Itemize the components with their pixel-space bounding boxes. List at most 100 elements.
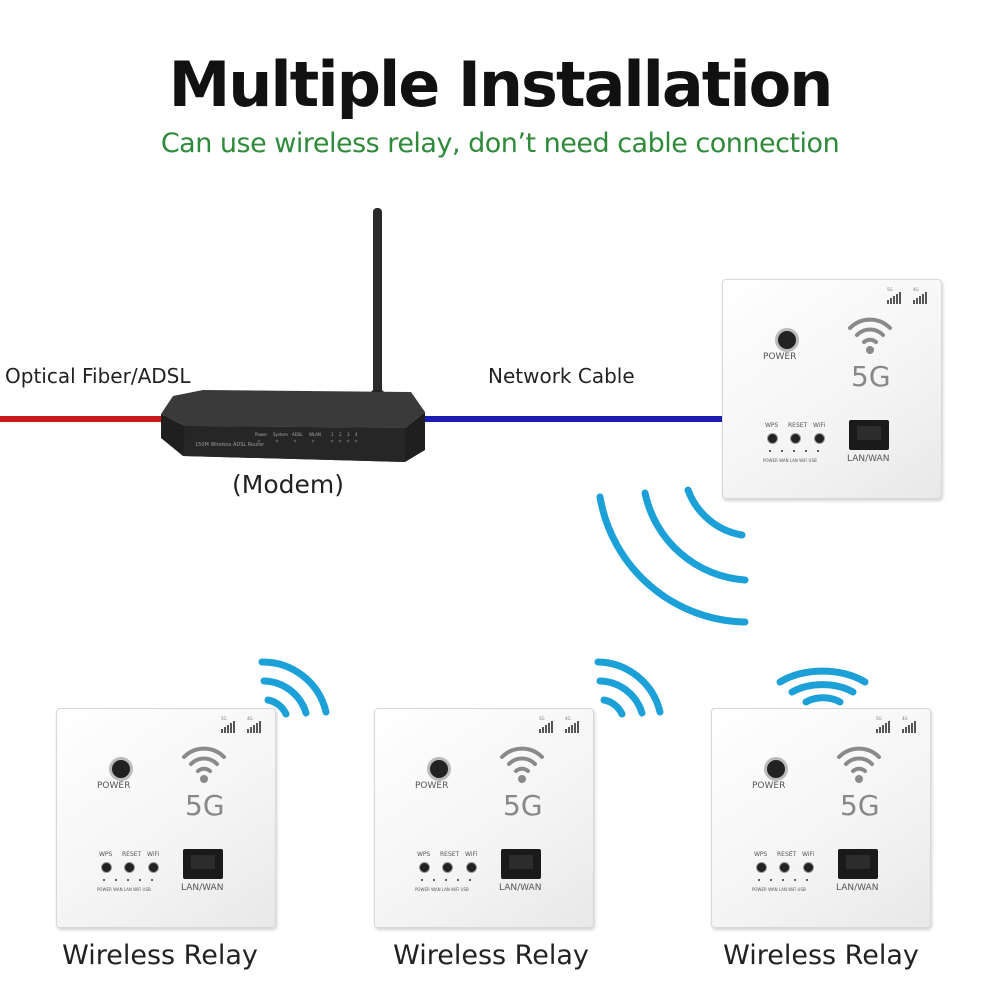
wifi-icon	[182, 746, 226, 783]
led-indicator	[770, 879, 772, 881]
led-labels: POWER WAN LAN WiFi USB	[752, 887, 806, 892]
access-point-panel: 5G 4G POWER 5G WPS RESET WiFi POWER WAN …	[722, 279, 942, 499]
led-indicator	[769, 450, 771, 452]
power-label: POWER	[763, 352, 797, 362]
sig-label-a: 5G	[221, 716, 227, 721]
led-indicator	[758, 879, 760, 881]
ethernet-port-icon[interactable]	[501, 849, 541, 879]
modem-indicator: WLAN	[309, 432, 321, 437]
signal-bars-icon: 5G 4G	[539, 716, 579, 733]
power-label: POWER	[752, 781, 786, 791]
modem-label: (Modem)	[232, 470, 344, 499]
signal-wave-icon	[776, 667, 869, 686]
wifi-button[interactable]	[148, 862, 159, 873]
band-5g-label: 5G	[185, 789, 225, 822]
signal-wave-icon	[596, 677, 646, 717]
reset-button[interactable]	[790, 433, 801, 444]
relay-panel-1: 5G 4G POWER 5G WPS RESET WiFi POWER WAN …	[56, 708, 276, 928]
signal-wave-icon	[596, 493, 749, 626]
led-indicator	[127, 879, 129, 881]
wps-label: WPS	[754, 851, 768, 858]
reset-label: RESET	[440, 851, 460, 858]
led-indicator	[817, 450, 819, 452]
signal-wave-icon	[258, 658, 330, 716]
wifi-button[interactable]	[466, 862, 477, 873]
page-title: Multiple Installation	[168, 48, 834, 121]
power-label: POWER	[97, 781, 131, 791]
network-cable-label: Network Cable	[488, 364, 635, 388]
wifi-icon	[837, 746, 881, 783]
wifi-label: WiFi	[813, 422, 826, 429]
lan-wan-label: LAN/WAN	[499, 883, 542, 893]
relay-label-2: Wireless Relay	[393, 940, 589, 971]
wifi-label: WiFi	[465, 851, 478, 858]
reset-button[interactable]	[124, 862, 135, 873]
modem-indicator: 1	[331, 432, 334, 437]
led-labels: POWER WAN LAN WiFi USB	[415, 887, 469, 892]
relay-panel-3: 5G 4G POWER 5G WPS RESET WiFi POWER WAN …	[711, 708, 931, 928]
signal-bars-icon: 5G 4G	[887, 287, 927, 304]
led-indicator	[421, 879, 423, 881]
modem-indicator: 4	[355, 432, 358, 437]
signal-wave-icon	[594, 658, 664, 716]
led-indicator	[469, 879, 471, 881]
sig-label-b: 4G	[902, 716, 908, 721]
modem-indicator: ADSL	[292, 432, 303, 437]
sig-label-a: 5G	[887, 287, 893, 292]
led-indicator	[103, 879, 105, 881]
sig-label-b: 4G	[247, 716, 253, 721]
band-5g-label: 5G	[503, 789, 543, 822]
reset-button[interactable]	[779, 862, 790, 873]
band-5g-label: 5G	[851, 360, 891, 393]
power-button[interactable]	[427, 757, 451, 781]
led-indicator	[806, 879, 808, 881]
sig-label-a: 5G	[539, 716, 545, 721]
signal-wave-icon	[802, 694, 844, 706]
lan-wan-label: LAN/WAN	[181, 883, 224, 893]
sig-label-b: 4G	[565, 716, 571, 721]
wifi-icon	[848, 317, 892, 354]
fiber-line	[0, 416, 170, 422]
wifi-icon	[500, 746, 544, 783]
wps-button[interactable]	[101, 862, 112, 873]
ethernet-port-icon[interactable]	[838, 849, 878, 879]
wifi-button[interactable]	[803, 862, 814, 873]
signal-bars-icon: 5G 4G	[221, 716, 261, 733]
ethernet-port-icon[interactable]	[183, 849, 223, 879]
led-indicator	[139, 879, 141, 881]
signal-wave-icon	[788, 681, 857, 696]
relay-label-3: Wireless Relay	[723, 940, 919, 971]
led-labels: POWER WAN LAN WiFi USB	[97, 887, 151, 892]
power-button[interactable]	[775, 328, 799, 352]
led-indicator	[781, 450, 783, 452]
modem-indicator: System	[273, 432, 288, 437]
lan-wan-label: LAN/WAN	[836, 883, 879, 893]
power-button[interactable]	[764, 757, 788, 781]
modem-indicator: 2	[339, 432, 342, 437]
reset-button[interactable]	[442, 862, 453, 873]
led-indicator	[793, 450, 795, 452]
wifi-button[interactable]	[814, 433, 825, 444]
signal-wave-icon	[600, 696, 626, 718]
led-indicator	[445, 879, 447, 881]
wifi-label: WiFi	[802, 851, 815, 858]
wps-button[interactable]	[767, 433, 778, 444]
power-button[interactable]	[109, 757, 133, 781]
reset-label: RESET	[788, 422, 808, 429]
antenna-icon	[373, 208, 382, 408]
led-indicator	[433, 879, 435, 881]
led-indicator	[782, 879, 784, 881]
signal-bars-icon: 5G 4G	[876, 716, 916, 733]
wps-button[interactable]	[756, 862, 767, 873]
wps-label: WPS	[765, 422, 779, 429]
power-label: POWER	[415, 781, 449, 791]
wps-label: WPS	[99, 851, 113, 858]
relay-label-1: Wireless Relay	[62, 940, 258, 971]
wps-button[interactable]	[419, 862, 430, 873]
reset-label: RESET	[122, 851, 142, 858]
network-cable-line	[420, 416, 725, 422]
band-5g-label: 5G	[840, 789, 880, 822]
ethernet-port-icon[interactable]	[849, 420, 889, 450]
led-indicator	[805, 450, 807, 452]
lan-wan-label: LAN/WAN	[847, 454, 890, 464]
